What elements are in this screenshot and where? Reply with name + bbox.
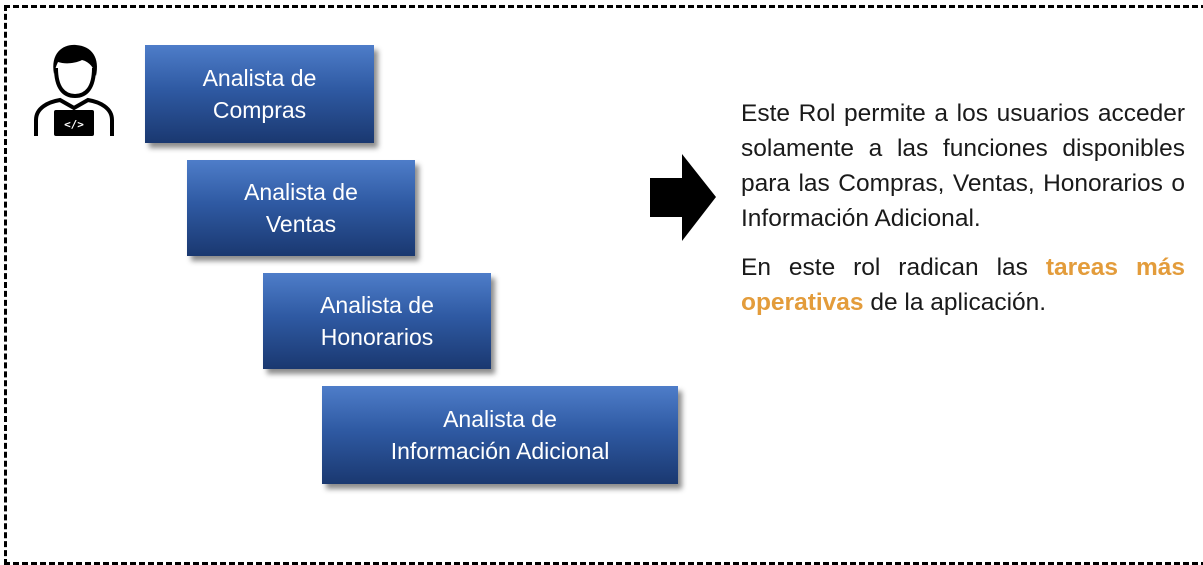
description-text: de la aplicación. <box>863 289 1047 316</box>
description-paragraph-1: Este Rol permite a los usuarios acceder … <box>741 100 1185 232</box>
description-text: En este rol radican las <box>741 254 1046 281</box>
description-paragraph-2: En este rol radican las tareas más opera… <box>741 250 1185 320</box>
role-label-line1: Analista de <box>320 292 434 318</box>
role-box-compras: Analista de Compras <box>145 45 374 143</box>
role-box-ventas: Analista de Ventas <box>187 160 415 256</box>
role-label-line1: Analista de <box>443 406 557 432</box>
role-description: Este Rol permite a los usuarios acceder … <box>741 96 1185 334</box>
role-label-line1: Analista de <box>202 65 317 91</box>
highlighted-text: tareas más operativas <box>741 254 1185 316</box>
role-box-informacion-adicional: Analista de Información Adicional <box>322 386 678 484</box>
role-label-line2: Honorarios <box>320 324 434 350</box>
svg-text:</>: </> <box>64 118 84 131</box>
role-label-line1: Analista de <box>244 179 358 205</box>
role-box-honorarios: Analista de Honorarios <box>263 273 491 369</box>
role-label-line2: Información Adicional <box>390 438 610 464</box>
role-label-line2: Ventas <box>265 211 337 237</box>
role-label-line2: Compras <box>212 97 307 123</box>
right-arrow-icon <box>650 154 716 241</box>
developer-user-icon: </> <box>34 44 114 136</box>
